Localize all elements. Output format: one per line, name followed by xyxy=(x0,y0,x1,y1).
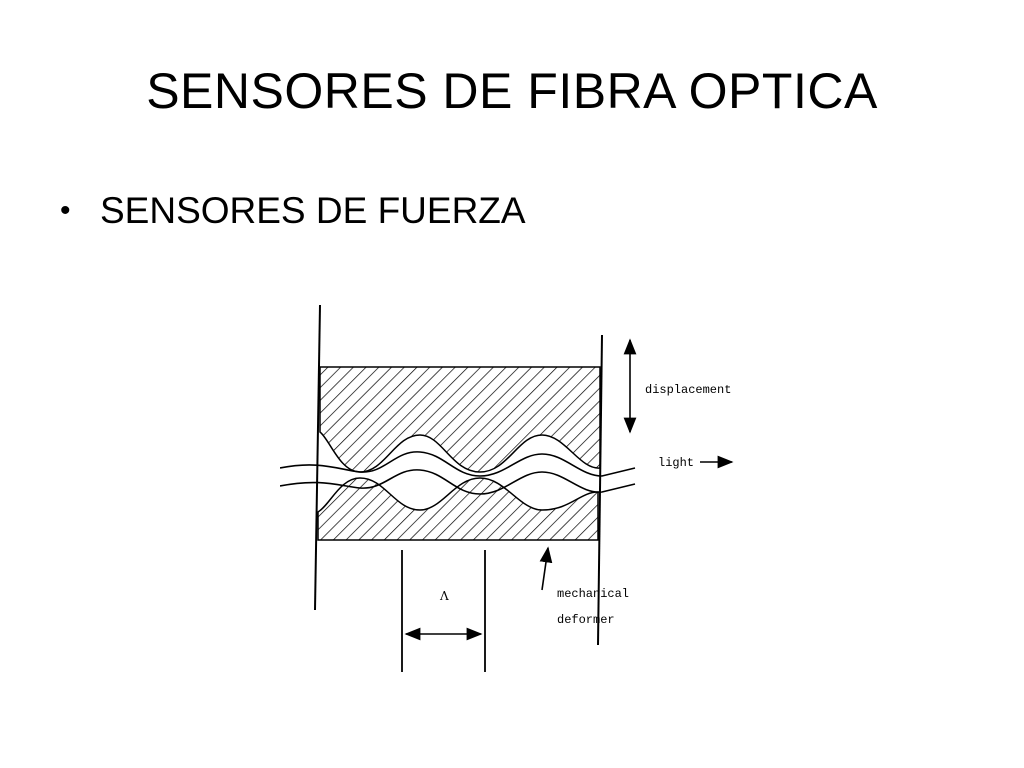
slide-title: SENSORES DE FIBRA OPTICA xyxy=(146,63,878,119)
right-frame-line xyxy=(597,334,603,646)
upper-deformer-plate xyxy=(319,366,601,473)
deformer-pointer-arrow xyxy=(539,546,553,591)
optical-fiber xyxy=(280,451,636,495)
lower-deformer-plate xyxy=(317,477,599,541)
displacement-label: displacement xyxy=(645,383,731,397)
bullet-list: • SENSORES DE FUERZA xyxy=(60,190,526,232)
bullet-item: • SENSORES DE FUERZA xyxy=(60,190,526,232)
bullet-text: SENSORES DE FUERZA xyxy=(100,190,526,231)
microbend-sensor-diagram: displacement light mechanical deformer Λ xyxy=(280,304,734,672)
deformer-label: deformer xyxy=(557,613,615,627)
left-frame-line xyxy=(314,304,321,611)
light-label: light xyxy=(658,456,694,470)
lambda-label: Λ xyxy=(439,589,449,603)
mechanical-label: mechanical xyxy=(557,587,629,601)
bullet-icon: • xyxy=(60,194,71,227)
